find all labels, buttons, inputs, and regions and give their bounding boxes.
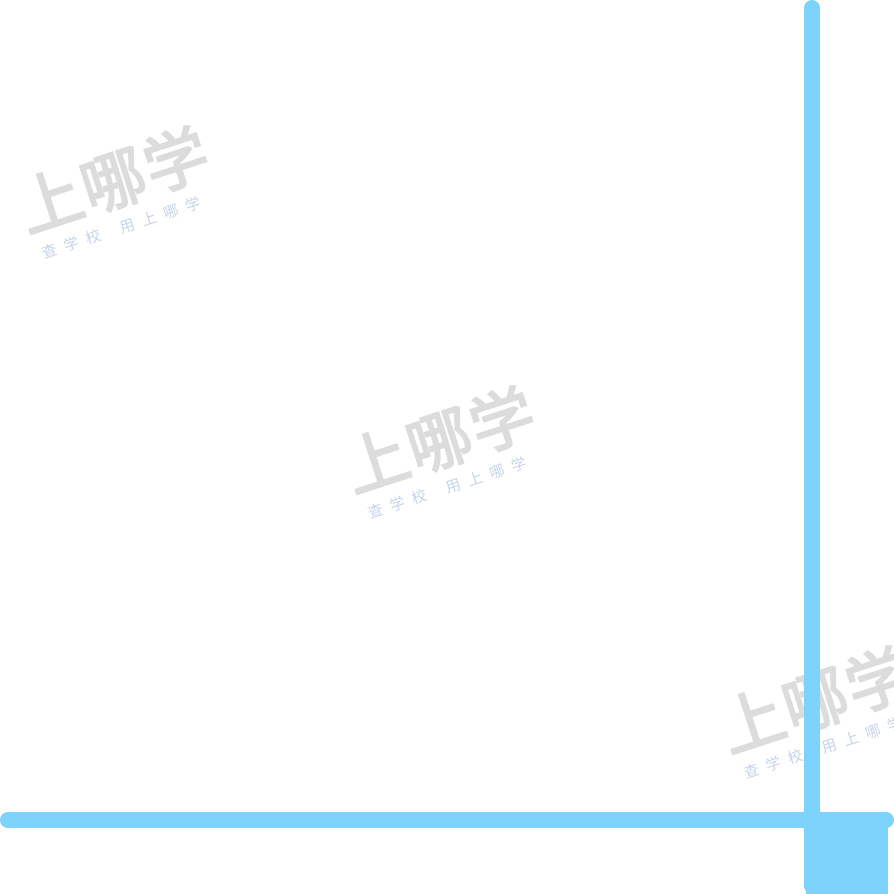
watermark: 上哪学 查学校 用上哪学 (711, 636, 894, 786)
watermark-subtitle: 查学校 用上哪学 (39, 191, 211, 263)
corner-block (806, 814, 888, 894)
watermark: 上哪学 查学校 用上哪学 (9, 116, 226, 266)
horizontal-line (0, 812, 894, 828)
watermark-title: 上哪学 (335, 376, 547, 509)
watermark-subtitle: 查学校 用上哪学 (365, 451, 537, 523)
watermark-title: 上哪学 (9, 116, 221, 249)
vertical-line (804, 0, 820, 894)
watermark: 上哪学 查学校 用上哪学 (335, 376, 552, 526)
watermark-title: 上哪学 (711, 636, 894, 769)
